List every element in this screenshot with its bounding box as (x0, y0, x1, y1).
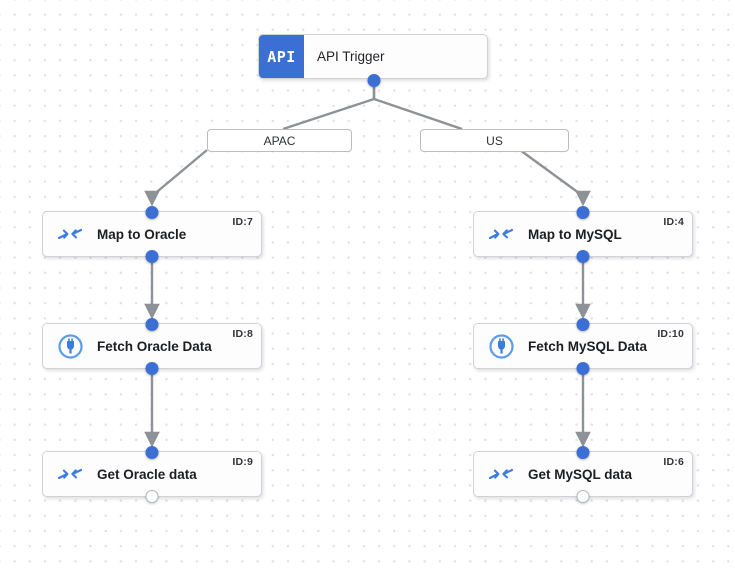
merge-arrows-icon (488, 461, 514, 487)
branch-label-text: APAC (263, 133, 296, 148)
database-plug-icon (57, 333, 83, 359)
api-badge-icon: API (259, 35, 304, 78)
node-input-port[interactable] (145, 317, 159, 331)
node-output-port[interactable] (576, 361, 590, 375)
node-get-oracle-data[interactable]: Get Oracle data ID:9 (42, 445, 262, 503)
merge-arrows-icon (488, 221, 514, 247)
node-id-badge: ID:8 (232, 328, 253, 340)
edge-apac-to-map-oracle (144, 149, 208, 207)
node-label: Map to Oracle (97, 226, 187, 242)
node-label: Get MySQL data (528, 466, 633, 482)
branch-label-apac[interactable]: APAC (207, 129, 352, 152)
node-id-badge: ID:6 (663, 456, 684, 468)
database-plug-icon (488, 333, 514, 359)
node-input-port[interactable] (576, 445, 590, 459)
node-fetch-mysql-data[interactable]: Fetch MySQL Data ID:10 (473, 317, 693, 375)
node-id-badge: ID:4 (663, 216, 684, 228)
node-get-mysql-data[interactable]: Get MySQL data ID:6 (473, 445, 693, 503)
node-output-port[interactable] (145, 361, 159, 375)
node-input-port[interactable] (145, 205, 159, 219)
node-api-trigger[interactable]: API API Trigger (258, 34, 488, 79)
node-label: Map to MySQL (528, 226, 622, 242)
edge-trigger-to-us (372, 80, 463, 131)
node-output-port[interactable] (576, 489, 590, 503)
node-map-to-mysql[interactable]: Map to MySQL ID:4 (473, 205, 693, 263)
node-input-port[interactable] (576, 205, 590, 219)
node-label: API Trigger (317, 49, 385, 64)
branch-label-us[interactable]: US (420, 129, 569, 152)
node-fetch-oracle-data[interactable]: Fetch Oracle Data ID:8 (42, 317, 262, 375)
edge-us-to-map-mysql (519, 149, 591, 207)
node-label: Get Oracle data (97, 466, 197, 482)
trigger-output-port[interactable] (367, 74, 381, 87)
merge-arrows-icon (57, 221, 83, 247)
edge-trigger-to-apac (282, 80, 376, 131)
node-label: Fetch Oracle Data (97, 338, 212, 354)
node-id-badge: ID:10 (657, 328, 684, 340)
node-id-badge: ID:7 (232, 216, 253, 228)
node-output-port[interactable] (576, 249, 590, 263)
node-input-port[interactable] (145, 445, 159, 459)
node-map-to-oracle[interactable]: Map to Oracle ID:7 (42, 205, 262, 263)
node-input-port[interactable] (576, 317, 590, 331)
node-output-port[interactable] (145, 489, 159, 503)
node-output-port[interactable] (145, 249, 159, 263)
merge-arrows-icon (57, 461, 83, 487)
branch-label-text: US (486, 133, 503, 148)
node-label: Fetch MySQL Data (528, 338, 648, 354)
node-id-badge: ID:9 (232, 456, 253, 468)
